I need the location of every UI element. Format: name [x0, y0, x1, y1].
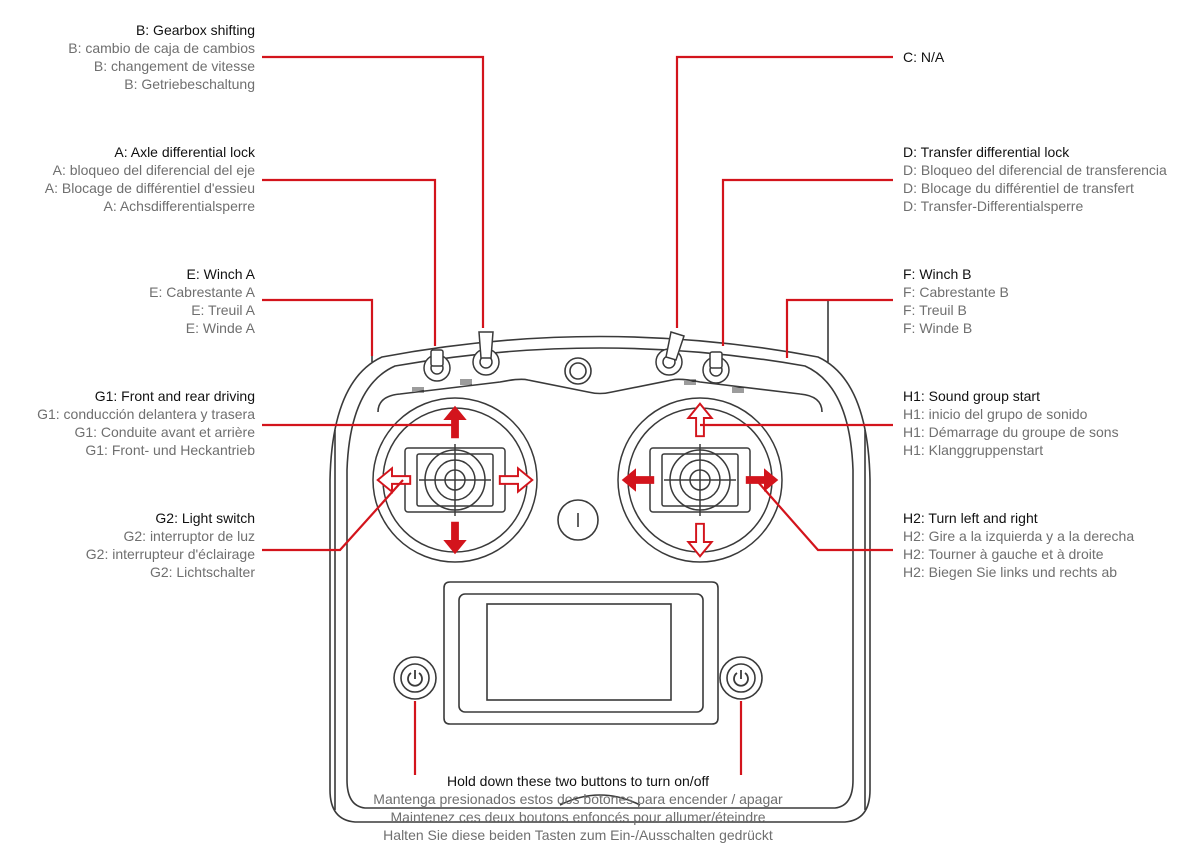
- switch-c[interactable]: [655, 331, 685, 376]
- power-button-right[interactable]: [719, 656, 763, 700]
- power-icon: [733, 670, 749, 687]
- callout-power: Hold down these two buttons to turn on/o…: [373, 773, 783, 843]
- display-screen: [443, 581, 719, 725]
- switch-d[interactable]: [702, 351, 730, 384]
- switch-grips: [412, 379, 744, 393]
- callout-h2: H2: Turn left and right H2: Gire a la iz…: [903, 510, 1135, 580]
- callout-c: C: N/A: [903, 49, 945, 65]
- leader-d: [721, 178, 893, 346]
- callout-g2: G2: Light switch G2: interruptor de luz …: [85, 510, 255, 580]
- toggle-switch-icon: [665, 331, 685, 361]
- arrow-g1-up: [443, 405, 467, 439]
- leader-lines: [262, 55, 893, 775]
- callout-h1: H1: Sound group start H1: inicio del gru…: [903, 388, 1119, 458]
- toggle-switch-icon: [478, 331, 494, 359]
- arrow-g1-down: [443, 521, 467, 555]
- leader-b: [262, 55, 485, 328]
- switch-a[interactable]: [423, 349, 451, 382]
- callout-f: F: Winch B F: Cabrestante B F: Treuil B …: [903, 266, 1009, 336]
- controller-body: [329, 300, 871, 823]
- callout-g1: G1: Front and rear driving G1: conducció…: [37, 388, 255, 458]
- toggle-switch-icon: [709, 351, 723, 369]
- callout-d: D: Transfer differential lock D: Bloqueo…: [903, 144, 1167, 214]
- callout-a: A: Axle differential lock A: bloqueo del…: [44, 144, 255, 214]
- toggle-switch-icon: [430, 349, 444, 367]
- power-icon: [407, 670, 423, 687]
- leader-f: [785, 298, 893, 358]
- leader-g2: [262, 479, 404, 552]
- callout-e: E: Winch A E: Cabrestante A E: Treuil A …: [149, 266, 255, 336]
- leader-a: [262, 178, 437, 346]
- leader-c: [675, 55, 893, 328]
- switch-b[interactable]: [472, 331, 500, 376]
- leader-e: [262, 298, 374, 356]
- callout-b: B: Gearbox shifting B: cambio de caja de…: [68, 22, 255, 92]
- power-button-left[interactable]: [393, 656, 437, 700]
- leader-h2: [757, 481, 893, 552]
